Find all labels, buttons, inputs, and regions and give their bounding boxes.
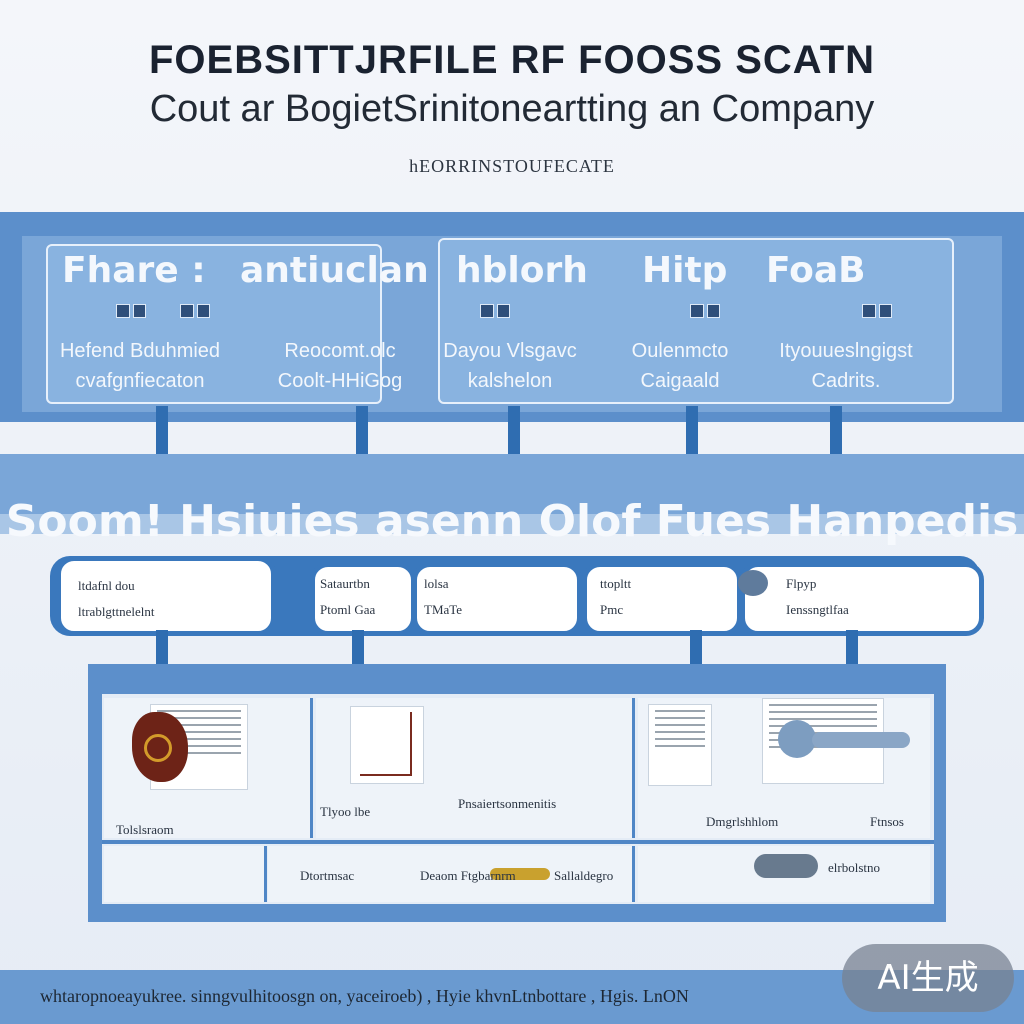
device-icon-3 <box>480 304 510 318</box>
panel-caption: Tlyoo lbe <box>320 804 371 819</box>
seal-emblem-icon <box>144 734 172 762</box>
section-heading: Soom! Hsiuies asenn Olof Fues Hanpedis <box>5 496 1019 547</box>
panel-caption: elrbolstno <box>828 860 880 875</box>
document-icon <box>648 704 712 786</box>
connector <box>830 406 842 454</box>
footer-text: whtaropnoeayukree. sinngvulhitoosgn on, … <box>40 986 689 1006</box>
panel-row-divider <box>102 840 934 844</box>
connector <box>156 406 168 454</box>
frame-inner <box>360 712 412 776</box>
panel-cell-4 <box>104 846 267 902</box>
page-tagline: hEORRINSTOUFECATE <box>409 156 615 176</box>
page-subtitle: Cout ar BogietSrinitoneartting an Compan… <box>149 88 875 130</box>
panel-caption: Tolslsraom <box>116 822 174 837</box>
card-2 <box>438 238 954 404</box>
panel-cell-5 <box>268 846 635 902</box>
connector <box>356 406 368 454</box>
connector <box>508 406 520 454</box>
panel-caption: Pnsaiertsonmenitis <box>458 796 557 811</box>
page-title: FOEBSITTJRFILE RF FOOSS SCATN <box>148 38 876 82</box>
card-heading-5: FoaB <box>766 250 866 291</box>
pill-3 <box>412 562 582 636</box>
connector <box>690 630 702 664</box>
key-shaft <box>812 732 910 748</box>
connector <box>156 630 168 664</box>
card-heading-4: Hitp <box>642 250 728 291</box>
card-1 <box>46 244 382 404</box>
gear-icon <box>738 570 768 596</box>
panel-caption: Deaom Ftgbarnrm <box>420 868 516 883</box>
panel-caption: Dmgrlshhlom <box>706 814 779 829</box>
panel-caption: Sallaldegro <box>554 868 614 883</box>
connector <box>846 630 858 664</box>
ship-icon <box>490 868 550 880</box>
capsule-icon <box>754 854 818 878</box>
device-icon-5 <box>862 304 892 318</box>
card-heading-2: antiuclan <box>240 250 429 291</box>
device-icon-4 <box>690 304 720 318</box>
card-heading-1: Fhare : <box>62 250 206 291</box>
mid-band-lower <box>0 514 1024 534</box>
ai-generated-badge: AI生成 <box>842 944 1014 1012</box>
panel-caption: Ftnsos <box>870 814 904 829</box>
panel-caption: Dtortmsac <box>300 868 355 883</box>
pill-4 <box>582 562 742 636</box>
device-icon-1 <box>116 304 146 318</box>
device-icon-2 <box>180 304 210 318</box>
pill-5 <box>740 562 984 636</box>
mid-band <box>0 454 1024 514</box>
card-heading-3: hblorh <box>456 250 588 291</box>
connector <box>686 406 698 454</box>
connector <box>352 630 364 664</box>
key-icon <box>778 720 816 758</box>
